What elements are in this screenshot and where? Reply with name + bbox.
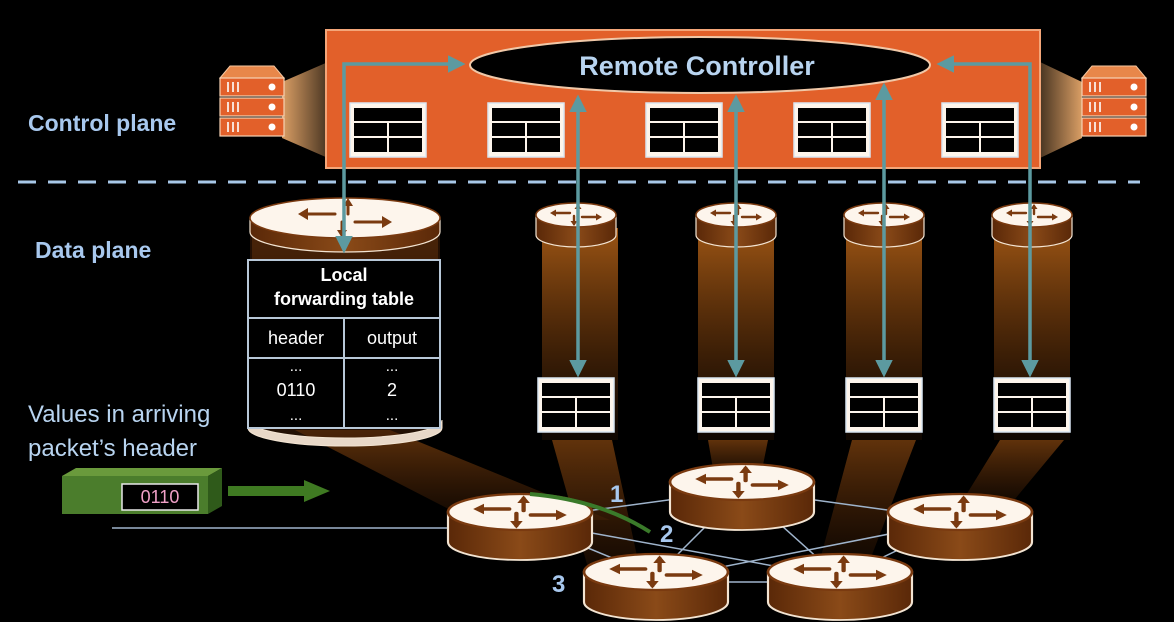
server-link-right [1040, 62, 1082, 158]
flow-table-icon [537, 377, 615, 433]
col-output: output [367, 328, 417, 348]
table-cell: 0110 [277, 380, 316, 400]
port-label: 1 [610, 481, 623, 508]
local-forwarding-table: Local forwarding table header output ...… [247, 259, 441, 429]
router-icon [990, 201, 1074, 249]
server-icon [1081, 65, 1147, 137]
arrow-right-icon [228, 480, 330, 502]
server-link-left [282, 62, 328, 158]
flow-table-icon [845, 377, 923, 433]
control-arrows [335, 55, 1039, 378]
flow-table-icon [645, 102, 723, 158]
arriving-label-line2: packet’s header [28, 435, 197, 462]
packet-header-value: 0110 [141, 487, 180, 507]
router-icon [534, 201, 618, 249]
output-port-arc [529, 492, 652, 534]
port-label: 3 [552, 571, 565, 598]
remote-controller [469, 36, 931, 94]
control-plane-label: Control plane [28, 110, 176, 136]
router-icon [670, 464, 814, 530]
server-icon [219, 65, 285, 137]
flow-table-icon [993, 377, 1071, 433]
table-cell: ... [386, 358, 399, 375]
port-label: 2 [660, 521, 673, 548]
arriving-label-line1: Values in arriving [28, 401, 210, 428]
table-cell: ... [290, 407, 303, 424]
table-cell: ... [386, 407, 399, 424]
data-plane-label: Data plane [35, 237, 151, 263]
router-icon [888, 494, 1032, 560]
router-icon [584, 554, 728, 620]
flow-table-icon [349, 102, 427, 158]
flow-table-icon [697, 377, 775, 433]
table-cell: ... [290, 358, 303, 375]
flow-table-icon [487, 102, 565, 158]
flow-table-icon [941, 102, 1019, 158]
table-title-line1: Local [320, 265, 367, 285]
router-icon [448, 494, 592, 560]
remote-controller-label: Remote Controller [579, 51, 815, 81]
table-cell: 2 [387, 380, 397, 400]
packet-icon: 0110 [62, 468, 222, 514]
flow-table-icon [793, 102, 871, 158]
router-icon [768, 554, 912, 620]
table-title-line2: forwarding table [274, 289, 414, 309]
col-header: header [268, 328, 324, 348]
